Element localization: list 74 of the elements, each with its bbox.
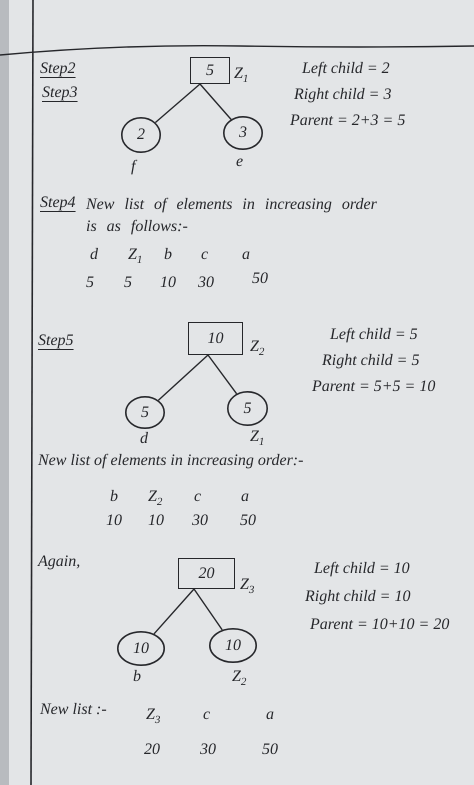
child-note: Left child = 5: [330, 326, 418, 344]
node-value: 5: [244, 400, 252, 418]
tree-edge: [199, 84, 232, 120]
symbol-name: c: [194, 488, 202, 506]
node-caption: Z$_{2}$: [250, 338, 264, 360]
parent-sum-note: Parent = 5+5 = 10: [312, 378, 436, 396]
frequency-value: 20: [144, 741, 160, 759]
leaf-node-circle: [125, 396, 165, 429]
node-value: 5: [141, 404, 149, 422]
list-heading: New list of elements in increasing order is as follows:-: [86, 195, 378, 237]
child-note: Left child = 10: [314, 560, 410, 578]
step-heading: Step4: [40, 194, 76, 212]
step-heading: Again,: [38, 553, 80, 571]
symbol-name: Z$_{2}$: [148, 488, 162, 510]
frequency-value: 30: [192, 512, 208, 530]
frequency-value: 50: [252, 270, 268, 288]
child-note: Left child = 2: [302, 60, 390, 78]
leaf-node-circle: [117, 631, 165, 666]
node-caption: Z$_{2}$: [232, 668, 246, 690]
symbol-name: a: [241, 488, 249, 506]
node-caption: Z$_{1}$: [250, 428, 264, 450]
node-caption: d: [140, 430, 148, 448]
node-value: 2: [137, 126, 145, 144]
child-note: Right child = 5: [322, 352, 420, 370]
symbol-name: Z$_{1}$: [128, 246, 142, 268]
node-caption: Z$_{1}$: [234, 65, 248, 88]
node-value: 20: [198, 564, 214, 582]
symbol-name: d: [90, 246, 98, 264]
frequency-value: 30: [200, 741, 216, 759]
frequency-value: 50: [262, 741, 278, 759]
frequency-value: 10: [148, 512, 164, 530]
symbol-name: c: [201, 246, 208, 264]
node-value: 10: [208, 330, 224, 348]
tree-edge: [154, 588, 195, 634]
parent-node-box: [188, 322, 243, 355]
leaf-node-circle: [209, 628, 257, 663]
parent-sum-note: Parent = 10+10 = 20: [310, 616, 450, 634]
leaf-node-circle: [223, 116, 263, 150]
node-value: 10: [225, 636, 241, 654]
list-heading: New list :-: [40, 701, 107, 719]
frequency-value: 10: [160, 274, 176, 292]
leaf-node-circle: [121, 117, 161, 153]
tree-edge: [207, 354, 238, 394]
frequency-value: 5: [124, 274, 132, 292]
symbol-name: c: [203, 706, 210, 724]
list-heading: New list of elements in increasing order:-: [38, 452, 304, 470]
frequency-value: 30: [198, 274, 214, 292]
node-value: 5: [206, 62, 214, 80]
frequency-value: 5: [86, 274, 94, 292]
node-value: 10: [133, 640, 149, 658]
node-caption: f: [131, 158, 136, 176]
symbol-name: b: [110, 488, 118, 506]
step-heading: Step5: [38, 332, 74, 350]
frequency-value: 10: [106, 512, 122, 530]
tree-edge: [158, 354, 208, 401]
symbol-name: b: [164, 246, 172, 264]
parent-sum-note: Parent = 2+3 = 5: [290, 112, 406, 130]
node-value: 3: [239, 124, 247, 142]
child-note: Right child = 3: [294, 86, 392, 104]
leaf-node-circle: [227, 391, 268, 426]
frequency-value: 50: [240, 512, 256, 530]
tree-edge: [193, 588, 223, 630]
node-caption: e: [236, 153, 244, 171]
node-caption: b: [133, 668, 141, 686]
step-heading: Step3: [42, 84, 78, 102]
step-heading: Step2: [40, 60, 76, 78]
symbol-name: Z$_{3}$: [146, 706, 160, 728]
node-caption: Z$_{3}$: [240, 576, 254, 598]
tree-edge: [154, 83, 200, 124]
child-note: Right child = 10: [305, 588, 410, 606]
symbol-name: a: [266, 706, 274, 724]
parent-node-box: [178, 558, 235, 589]
parent-node-box: [190, 57, 230, 84]
symbol-name: a: [242, 246, 250, 264]
